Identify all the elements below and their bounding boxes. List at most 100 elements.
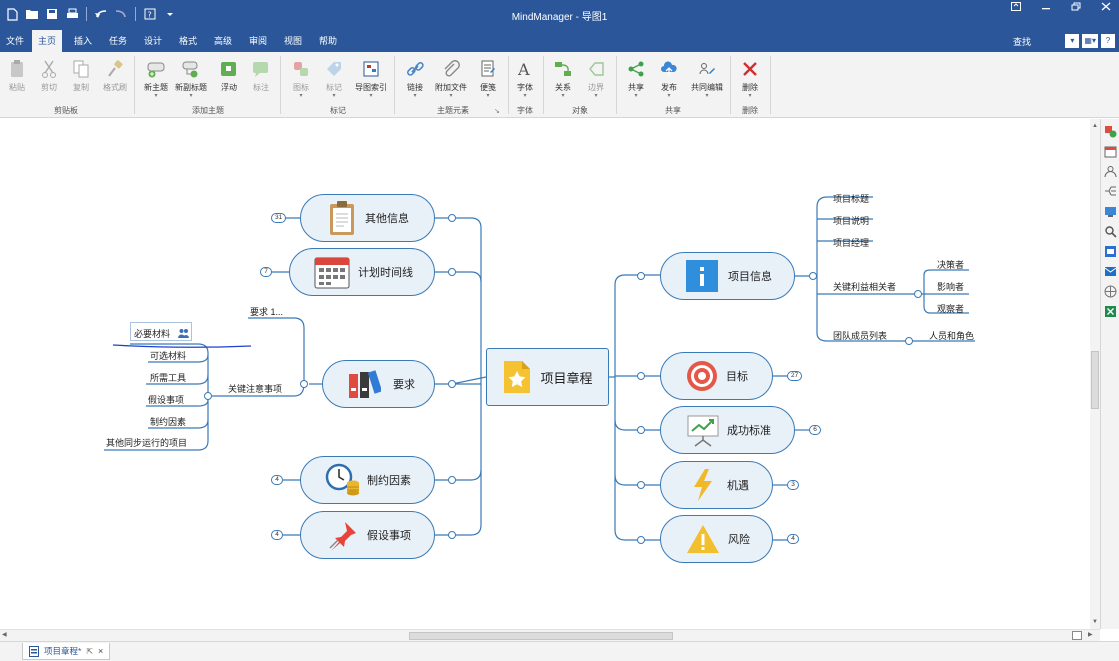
scroll-right-icon[interactable]: ▶	[1088, 632, 1093, 638]
collapse-toggle[interactable]	[300, 380, 308, 388]
subtopic-requirement-1[interactable]: 要求 1...	[250, 307, 284, 317]
open-folder-icon[interactable]	[24, 6, 40, 22]
new-topic-button[interactable]: 新主题 ▾	[139, 56, 173, 100]
floating-topic-button[interactable]: 浮动	[212, 56, 246, 100]
subtopic-observers[interactable]: 观察者	[937, 304, 965, 314]
dialog-launcher-icon[interactable]: ↘	[494, 108, 500, 115]
mail-pane-icon[interactable]	[1104, 265, 1117, 278]
subtopic-project-title[interactable]: 项目标题	[833, 194, 870, 204]
tab-popout-icon[interactable]: ⇱	[86, 646, 94, 656]
collapse-toggle[interactable]	[448, 268, 456, 276]
collapse-toggle[interactable]	[637, 426, 645, 434]
topic-risks[interactable]: 风险	[660, 515, 773, 563]
relationship-button[interactable]: 关系 ▾	[546, 56, 580, 100]
tag-marker-button[interactable]: 标记 ▾	[317, 56, 351, 100]
subtopic-assumptions[interactable]: 假设事项	[148, 395, 185, 405]
attachment-button[interactable]: 附加文件 ▾	[432, 56, 470, 100]
topic-success-criteria[interactable]: 成功标准	[660, 406, 795, 454]
tab-advanced[interactable]: 高级	[214, 36, 233, 46]
ribbon-display-icon[interactable]	[1009, 2, 1023, 14]
link-button[interactable]: 链接 ▾	[398, 56, 432, 100]
tab-insert[interactable]: 插入	[74, 36, 93, 46]
document-tab[interactable]: 项目章程* ⇱ ×	[22, 643, 111, 660]
library-pane-icon[interactable]	[1104, 205, 1117, 218]
callout-button[interactable]: 标注	[244, 56, 278, 100]
collapsed-count-badge[interactable]: 4	[271, 530, 283, 540]
collapse-toggle[interactable]	[914, 290, 922, 298]
topic-constraints[interactable]: 制约因素	[300, 456, 435, 504]
tab-file[interactable]: 文件	[6, 36, 25, 46]
subtopic-constraints[interactable]: 制约因素	[150, 417, 187, 427]
topic-requirements[interactable]: 要求	[322, 360, 435, 408]
collapsed-count-badge[interactable]: 7	[260, 267, 272, 277]
resources-pane-icon[interactable]	[1104, 165, 1117, 178]
subtopic-team-list[interactable]: 团队成员列表	[833, 331, 888, 341]
scroll-left-icon[interactable]: ◀	[2, 632, 7, 638]
delete-button[interactable]: 删除 ▾	[733, 56, 767, 100]
calendar-pane-icon[interactable]	[1104, 145, 1117, 158]
notes-button[interactable]: 便笺 ▾	[471, 56, 505, 100]
subtopic-project-description[interactable]: 项目说明	[833, 216, 870, 226]
cut-button[interactable]: 剪切	[32, 56, 66, 100]
share-button[interactable]: 共享 ▾	[619, 56, 653, 100]
collapsed-count-badge[interactable]: 4	[787, 534, 799, 544]
browser-pane-icon[interactable]	[1104, 285, 1117, 298]
tab-format[interactable]: 格式	[179, 36, 198, 46]
coedit-button[interactable]: 共同编辑 ▾	[687, 56, 727, 100]
collapsed-count-badge[interactable]: 31	[271, 213, 287, 223]
minimize-icon[interactable]	[1039, 2, 1053, 14]
collapse-toggle[interactable]	[637, 272, 645, 280]
new-file-icon[interactable]	[4, 6, 20, 22]
new-subtopic-button[interactable]: 新副标题 ▾	[174, 56, 208, 100]
collapse-toggle[interactable]	[637, 481, 645, 489]
outlook-pane-icon[interactable]	[1104, 245, 1117, 258]
collapsed-count-badge[interactable]: 3	[787, 480, 799, 490]
central-topic[interactable]: 项目章程	[486, 348, 609, 406]
subtopic-parallel-projects[interactable]: 其他同步运行的项目	[106, 438, 188, 448]
map-canvas[interactable]: 项目章程 其他信息 计划时间线 要求 制约因素 假设事项 项目信息 目标 成功标…	[0, 119, 1100, 629]
subtopic-optional-materials[interactable]: 可选材料	[150, 351, 187, 361]
tab-home[interactable]: 主页	[32, 30, 63, 52]
collapsed-count-badge[interactable]: 27	[787, 371, 803, 381]
copy-button[interactable]: 复制	[64, 56, 98, 100]
scroll-up-icon[interactable]: ▲	[1092, 123, 1098, 129]
collapsed-count-badge[interactable]: 6	[809, 425, 821, 435]
horizontal-scrollbar[interactable]: ◀ ▶	[0, 629, 1100, 641]
selected-topic-frame[interactable]	[130, 322, 192, 341]
collapse-toggle[interactable]	[809, 272, 817, 280]
paste-button[interactable]: 粘贴	[0, 56, 34, 100]
search-pane-icon[interactable]	[1104, 225, 1117, 238]
horizontal-scroll-thumb[interactable]	[409, 632, 673, 640]
collapse-toggle[interactable]	[448, 214, 456, 222]
tab-help[interactable]: 帮助	[319, 36, 338, 46]
undo-icon[interactable]	[93, 6, 109, 22]
excel-pane-icon[interactable]	[1104, 305, 1117, 318]
icon-marker-button[interactable]: 图标 ▾	[284, 56, 318, 100]
topic-assumptions[interactable]: 假设事项	[300, 511, 435, 559]
format-painter-button[interactable]: 格式刷	[98, 56, 132, 100]
collapse-toggle[interactable]	[905, 337, 913, 345]
collapsed-count-badge[interactable]: 4	[271, 475, 283, 485]
tab-review[interactable]: 审阅	[249, 36, 268, 46]
customize-toolbar-icon[interactable]	[162, 6, 178, 22]
search-label[interactable]: 查找	[1012, 37, 1031, 47]
subtopic-stakeholders[interactable]: 关键利益相关者	[833, 282, 897, 292]
topic-goals[interactable]: 目标	[660, 352, 773, 400]
redo-icon[interactable]	[113, 6, 129, 22]
collapse-toggle[interactable]	[637, 372, 645, 380]
collapse-toggle[interactable]	[448, 476, 456, 484]
subtopic-required-tools[interactable]: 所需工具	[150, 373, 187, 383]
map-parts-pane-icon[interactable]	[1104, 185, 1117, 198]
subtopic-project-manager[interactable]: 项目经理	[833, 238, 870, 248]
help-icon[interactable]: ?	[142, 6, 158, 22]
search-dropdown-icon[interactable]: ▾	[1065, 34, 1080, 48]
scroll-down-icon[interactable]: ▼	[1092, 619, 1098, 625]
tab-view[interactable]: 视图	[284, 36, 303, 46]
subtopic-required-materials[interactable]: 必要材料	[134, 329, 171, 339]
print-icon[interactable]	[64, 6, 80, 22]
font-button[interactable]: A 字体 ▾	[508, 56, 542, 100]
subtopic-people-roles[interactable]: 人员和角色	[929, 331, 975, 341]
publish-button[interactable]: 发布 ▾	[652, 56, 686, 100]
subtopic-influencers[interactable]: 影响者	[937, 282, 965, 292]
tab-task[interactable]: 任务	[109, 36, 128, 46]
